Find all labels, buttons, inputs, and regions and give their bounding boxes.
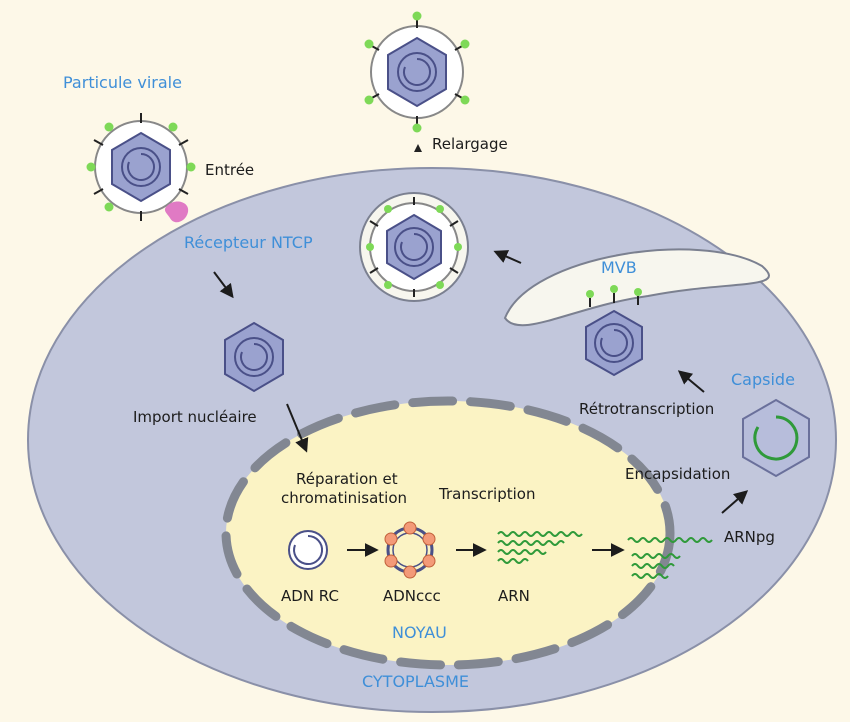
label-encapsidation: Encapsidation: [625, 465, 731, 483]
label-reverse-transcription: Rétrotranscription: [579, 400, 715, 418]
arrow-mvb-to-vesicle: [493, 250, 522, 264]
rna-transcripts: [497, 531, 583, 564]
label-release: Relargage: [432, 135, 508, 153]
nuclear-envelope: [221, 396, 675, 670]
label-viral-particle: Particule virale: [63, 73, 182, 92]
label-nuclear-import: Import nucléaire: [133, 408, 257, 426]
arrow-pgrna-to-capsid: [721, 490, 749, 514]
capsid-budding-mvb: [585, 309, 643, 377]
cytoplasmic-rna-transcripts: [627, 537, 713, 579]
viral-particle-entering: [86, 113, 196, 221]
label-nucleus: NOYAU: [392, 623, 447, 642]
nucleus: [226, 401, 670, 665]
mvb-surface-proteins: [586, 285, 642, 307]
label-ntcp-receptor: Récepteur NTCP: [184, 233, 313, 252]
label-pgrna: ARNpg: [724, 528, 775, 546]
arrow-receptor-to-capsid: [213, 271, 234, 299]
process-arrows: [213, 250, 749, 557]
label-capsid: Capside: [731, 370, 795, 389]
release-marker-icon: [414, 144, 422, 152]
label-transcription: Transcription: [439, 485, 536, 503]
viral-particle-released: [364, 11, 470, 133]
label-cccdna: ADNccc: [383, 587, 441, 605]
capsid-nuclear-import: [224, 321, 284, 393]
label-rc-dna: ADN RC: [281, 587, 339, 605]
arrow-import-to-nucleus: [286, 403, 309, 453]
capsid-with-pgrna: [742, 398, 810, 478]
label-mvb: MVB: [601, 258, 637, 277]
label-rna: ARN: [498, 587, 530, 605]
mvb-vesicle: [503, 248, 770, 327]
ntcp-receptor-icon: [164, 201, 189, 223]
cccdna-icon: [384, 521, 436, 579]
label-repair-line1: Réparation et: [296, 470, 398, 488]
rc-dna-icon: [288, 530, 328, 570]
label-cytoplasm: CYTOPLASME: [362, 672, 469, 691]
label-entry: Entrée: [205, 161, 255, 179]
label-repair-line2: chromatinisation: [281, 489, 408, 507]
viral-particle-in-vesicle: [359, 192, 469, 302]
arrow-capsid-to-mvb: [677, 370, 705, 393]
